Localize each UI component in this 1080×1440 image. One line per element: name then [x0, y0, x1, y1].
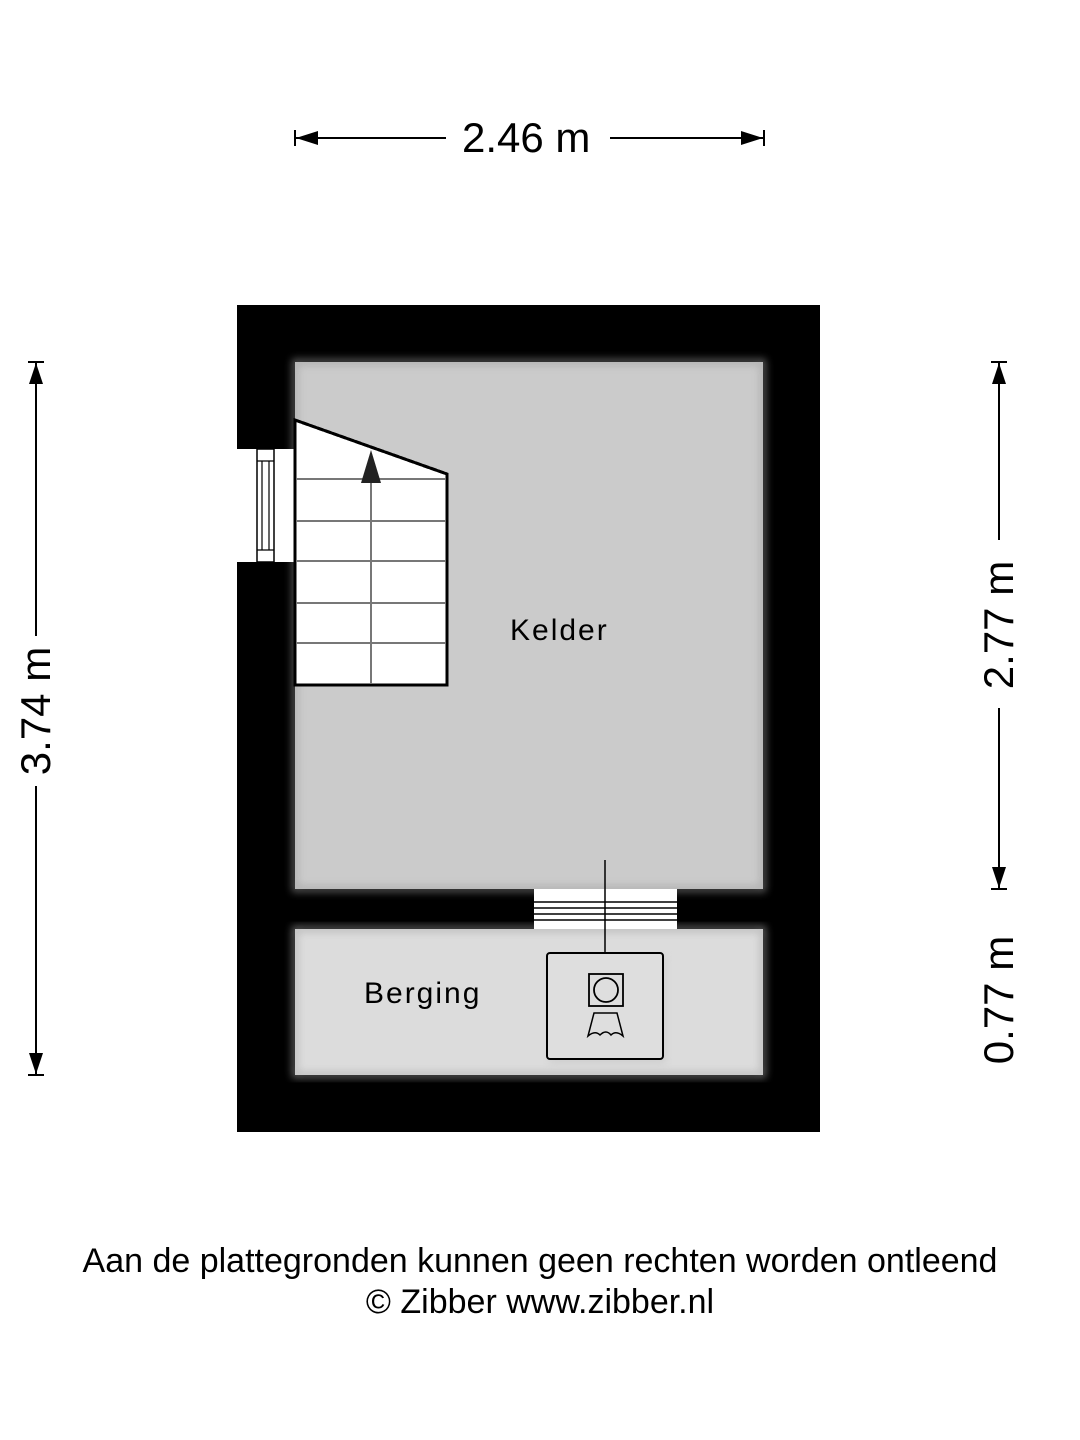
- berging-floor: [295, 929, 763, 1075]
- boiler-icon: [546, 952, 666, 1064]
- right-upper-dimension-label: 2.77 m: [975, 560, 1022, 690]
- room-label-berging: Berging: [364, 977, 482, 1010]
- staircase-icon: [293, 417, 449, 687]
- disclaimer-text: Aan de plattegronden kunnen geen rechten…: [82, 1242, 998, 1280]
- footer: Aan de plattegronden kunnen geen rechten…: [0, 1241, 1080, 1323]
- copyright-text: © Zibber www.zibber.nl: [365, 1282, 715, 1321]
- stairs-up-arrow-icon: [361, 450, 381, 483]
- left-dimension-line: [28, 361, 44, 1076]
- room-label-kelder: Kelder: [510, 614, 609, 647]
- top-dimension-label: 2.46 m: [462, 114, 591, 161]
- window-icon: [237, 448, 295, 563]
- right-dimension-line: [991, 361, 1007, 890]
- top-dimension-line: [294, 130, 765, 146]
- right-lower-dimension-label: 0.77 m: [975, 935, 1022, 1065]
- left-dimension-label: 3.74 m: [12, 646, 59, 776]
